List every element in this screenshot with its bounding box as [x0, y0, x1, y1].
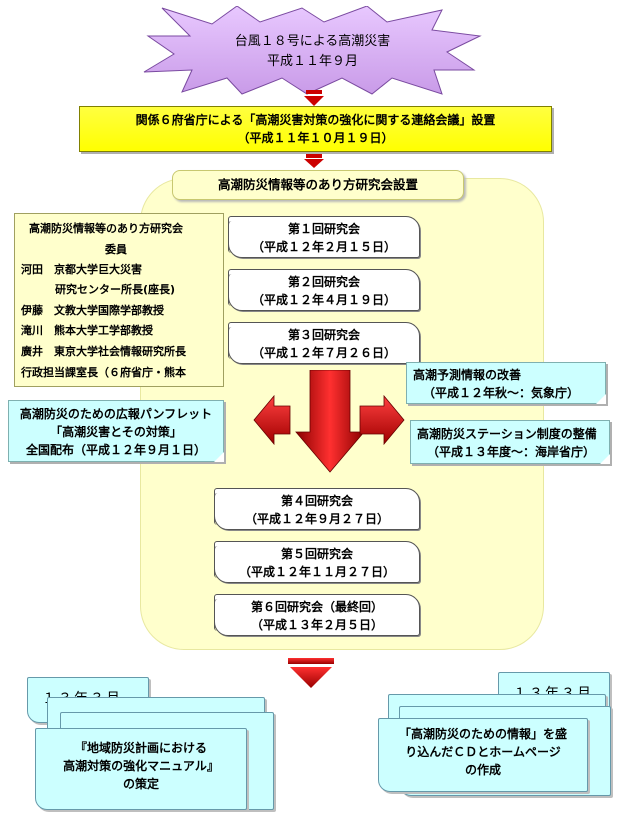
member-line: 滝川 熊本大学工学部教授 [21, 324, 153, 337]
typhoon-starburst [143, 6, 482, 95]
meeting-date: （平成１２年９月２７日） [244, 512, 389, 526]
pamphlet-line3: 全国配布（平成１２年９月１日） [25, 443, 206, 457]
pamphlet-box: 高潮防災のための広報パンフレット 「高潮災害とその対策」 全国配布（平成１２年９… [8, 400, 224, 462]
meeting-1: 第１回研究会 （平成１２年２月１５日） [228, 216, 420, 258]
down-arrow-icon [304, 90, 324, 106]
station-line2: （平成１３年度～：海岸省庁） [427, 445, 596, 459]
member-line: 伊藤 文教大学国際学部教授 [21, 304, 164, 317]
meeting-2: 第２回研究会 （平成１２年４月１９日） [228, 269, 420, 311]
member-line: 研究センター所長(座長) [55, 283, 176, 296]
down-arrow-icon [288, 658, 334, 688]
members-subtitle: 委員 [105, 243, 127, 256]
meeting-5: 第５回研究会 （平成１２年１１月２７日） [214, 541, 420, 583]
forecast-improvement-box: 高潮予測情報の改善 （平成１２年秋～：気象庁） [406, 362, 606, 404]
typhoon-label: 台風１８号による高潮災害 平成１１年９月 [190, 32, 435, 72]
meeting-name: 第４回研究会 [280, 494, 353, 508]
down-arrow-icon [304, 154, 324, 168]
meeting-4: 第４回研究会 （平成１２年９月２７日） [214, 488, 420, 530]
member-line: 行政担当課室長（６府省庁・熊本 [21, 366, 186, 379]
meeting-date: （平成１２年７月２６日） [251, 346, 396, 360]
meeting-name: 第５回研究会 [280, 547, 353, 561]
meeting-date: （平成１２年４月１９日） [251, 293, 396, 307]
member-line: 河田 京都大学巨大災害 [21, 263, 142, 276]
manual-line2: 高潮対策の強化マニュアル』 [63, 759, 219, 773]
meeting-3: 第３回研究会 （平成１２年７月２６日） [228, 322, 420, 364]
typhoon-line1: 台風１８号による高潮災害 [234, 34, 391, 49]
meeting-6: 第６回研究会（最終回） （平成１３年２月５日） [214, 594, 420, 636]
members-title: 高潮防災情報等のあり方研究会 [29, 222, 183, 235]
cd-line2: り込んだＣＤとホームページ [405, 745, 561, 759]
cd-doc: 「高潮防災のための情報」を盛 り込んだＣＤとホームページ の作成 [378, 718, 588, 792]
meeting-date: （平成１２年２月１５日） [251, 240, 396, 254]
manual-line1: 『地域防災計画における [74, 741, 207, 755]
committee-title: 高潮防災情報等のあり方研究会設置 [172, 170, 464, 200]
cd-line3: の作成 [464, 763, 501, 777]
meeting-name: 第２回研究会 [287, 275, 360, 289]
meeting-date: （平成１３年２月５日） [250, 618, 383, 632]
meeting-date: （平成１２年１１月２７日） [238, 565, 395, 579]
cd-line1: 「高潮防災のための情報」を盛 [398, 727, 567, 741]
station-line1: 高潮防災ステーション制度の整備 [417, 427, 597, 441]
meeting-name: 第６回研究会（最終回） [250, 600, 383, 614]
typhoon-line2: 平成１１年９月 [266, 54, 358, 69]
members-box: 高潮防災情報等のあり方研究会 委員 河田 京都大学巨大災害 研究センター所長(座… [14, 213, 224, 387]
branching-arrows-icon [253, 370, 405, 473]
meeting-name: 第１回研究会 [287, 222, 360, 236]
meeting-name: 第３回研究会 [287, 328, 360, 342]
pamphlet-line1: 高潮防災のための広報パンフレット [19, 407, 213, 421]
member-line: 廣井 東京大学社会情報研究所長 [21, 345, 186, 358]
manual-doc: 『地域防災計画における 高潮対策の強化マニュアル』 の策定 [35, 728, 247, 810]
station-system-box: 高潮防災ステーション制度の整備 （平成１３年度～：海岸省庁） [410, 420, 610, 464]
pamphlet-line2: 「高潮災害とその対策」 [50, 425, 182, 439]
manual-line3: の策定 [122, 777, 159, 791]
liaison-line2: （平成１１年１０月１９日） [237, 131, 394, 145]
forecast-line2: （平成１２年秋～：気象庁） [423, 386, 580, 400]
liaison-line1: 関係６府省庁による「高潮災害対策の強化に関する連絡会議」設置 [135, 113, 496, 127]
forecast-line1: 高潮予測情報の改善 [413, 368, 522, 382]
liaison-meeting-banner: 関係６府省庁による「高潮災害対策の強化に関する連絡会議」設置 （平成１１年１０月… [79, 106, 552, 152]
